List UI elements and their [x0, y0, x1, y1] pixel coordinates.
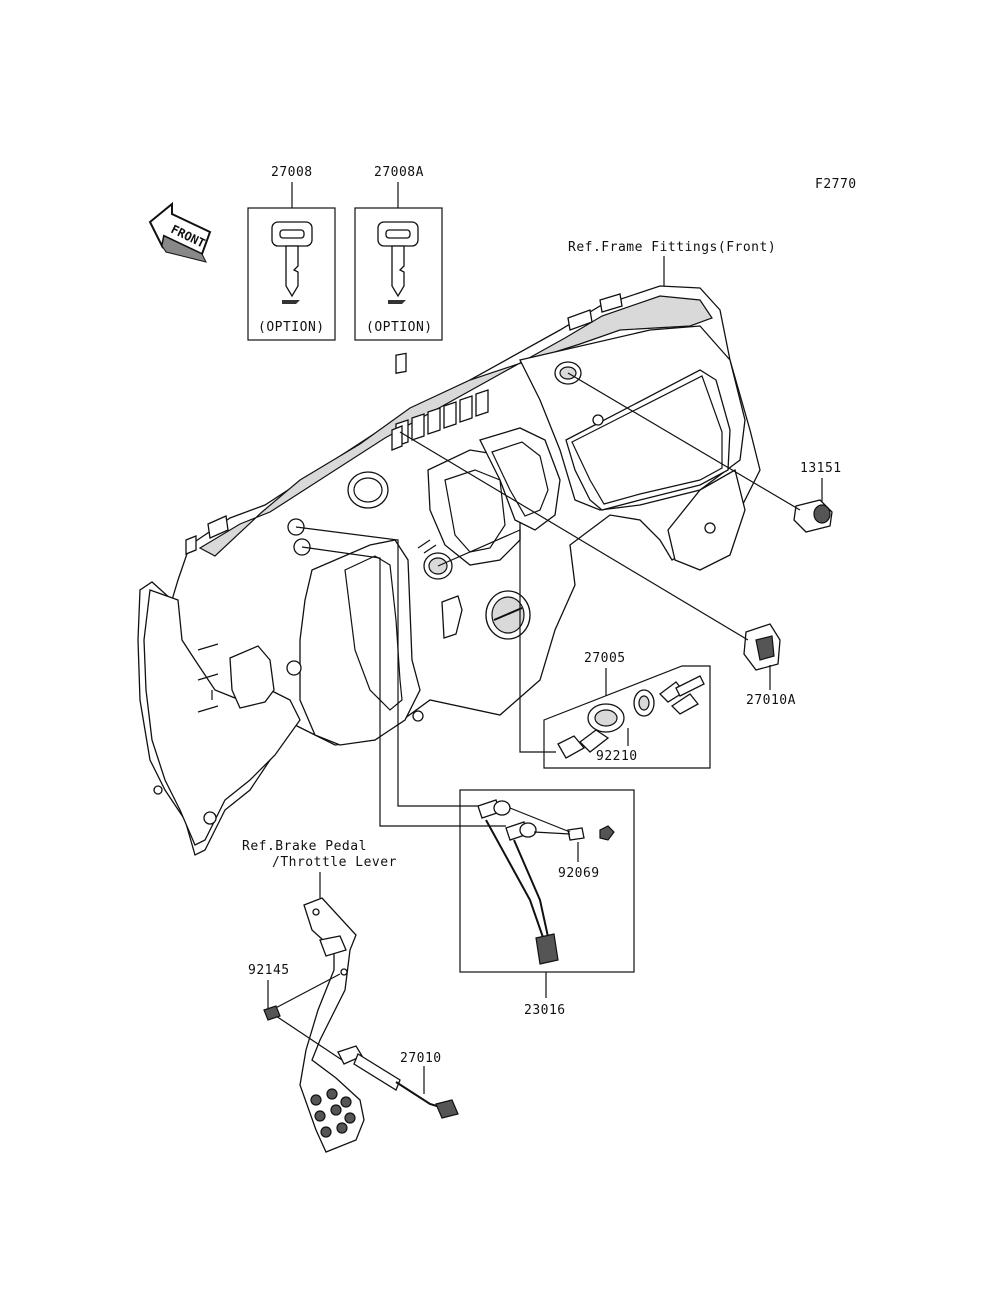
- part-label-27008: 27008: [271, 165, 313, 180]
- ref-brake-pedal-line1: Ref.Brake Pedal: [242, 839, 367, 854]
- switch-window-row: [391, 352, 489, 451]
- figure-code: F2770: [815, 177, 857, 192]
- part-label-92145: 92145: [248, 963, 290, 978]
- option-note: (OPTION): [366, 320, 433, 335]
- part-label-23016: 23016: [524, 1003, 566, 1018]
- option-note: (OPTION): [258, 320, 325, 335]
- part-label-27005: 27005: [584, 651, 626, 666]
- key-box-27008: 27008 (OPTION): [247, 165, 336, 341]
- ref-frame-fittings: Ref.Frame Fittings(Front): [568, 240, 776, 255]
- ignition-switch-box-27005: 27005 92210: [437, 529, 711, 769]
- dashboard-panel: [137, 285, 761, 856]
- front-arrow-icon: FRONT: [148, 201, 212, 263]
- key-frame: [247, 207, 336, 341]
- part-label-92069: 92069: [558, 866, 600, 881]
- part-label-27010: 27010: [400, 1051, 442, 1066]
- brake-pedal-assembly: Ref.Brake Pedal /Throttle Lever 27010 92…: [242, 839, 459, 1153]
- key-icon: [377, 221, 419, 304]
- part-label-92210: 92210: [596, 749, 638, 764]
- part-label-13151: 13151: [800, 461, 842, 476]
- key-box-27008a: 27008A (OPTION): [354, 165, 443, 341]
- switch-27010a: 27010A: [399, 431, 796, 708]
- socket-13151: 13151: [567, 372, 842, 533]
- harness-box-23016: 92069 23016: [295, 526, 635, 1018]
- key-frame: [354, 207, 443, 341]
- part-label-27008a: 27008A: [374, 165, 424, 180]
- key-icon: [271, 221, 313, 304]
- ref-brake-pedal-line2: /Throttle Lever: [272, 855, 397, 870]
- part-label-27010a: 27010A: [746, 693, 796, 708]
